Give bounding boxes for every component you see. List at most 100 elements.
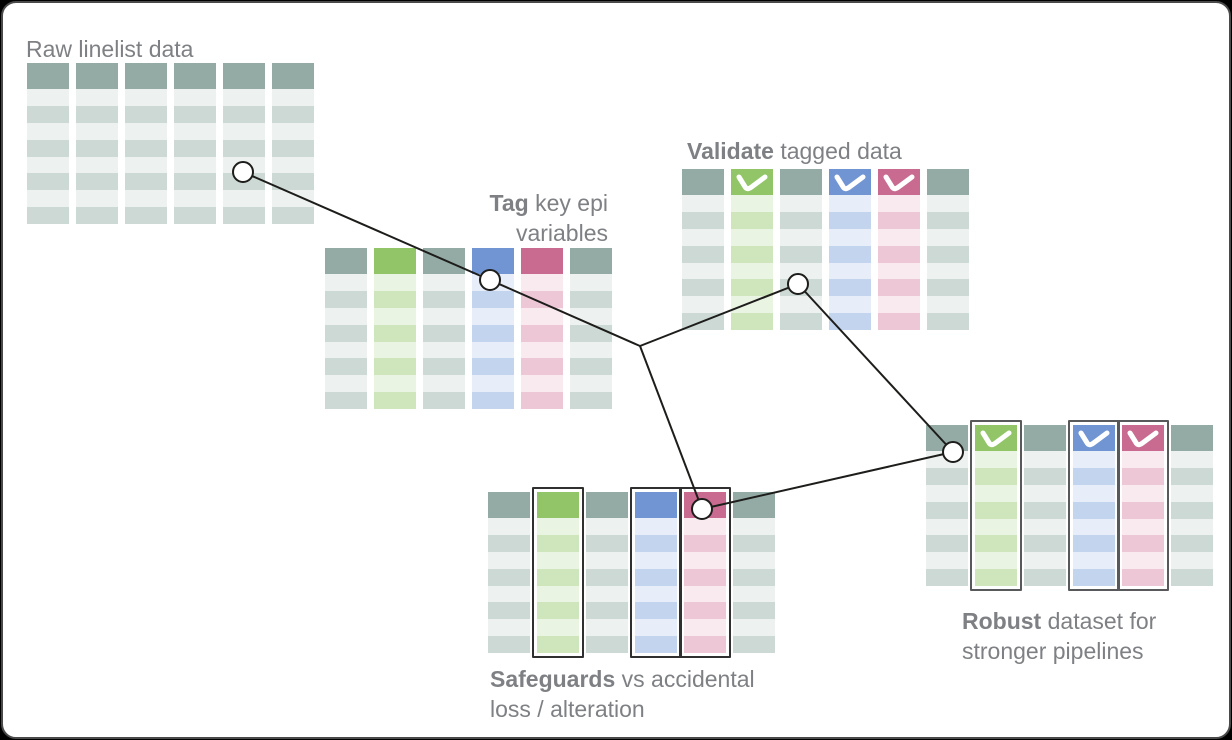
table-header-cell: [125, 63, 167, 89]
column-safeguard-outline: [970, 420, 1022, 591]
table-row-cell: [423, 307, 465, 325]
table-row-cell: [684, 602, 726, 620]
table-row-cell: [975, 518, 1017, 536]
table-row-cell: [975, 535, 1017, 553]
table-row-cell: [1024, 518, 1066, 536]
table-row-cell: [586, 585, 628, 603]
table-row-cell: [76, 89, 118, 106]
table-row-cell: [472, 392, 514, 409]
step-title-bold-word: Tag: [489, 190, 529, 216]
table-row-cell: [325, 290, 367, 308]
table-row-cell: [780, 279, 822, 297]
table-row-cell: [374, 307, 416, 325]
table-row-cell: [223, 207, 265, 224]
table-row-cell: [521, 307, 563, 325]
table-row-cell: [27, 105, 69, 123]
table-row-cell: [878, 279, 920, 297]
table-header-cell: [1073, 425, 1115, 451]
table-row-cell: [125, 105, 167, 123]
table-row-cell: [878, 195, 920, 212]
table-row-cell: [829, 211, 871, 229]
table-row-cell: [1171, 451, 1213, 468]
table-row-cell: [684, 619, 726, 637]
table-row-cell: [325, 341, 367, 359]
table-row-cell: [1171, 552, 1213, 570]
step-title-regular-text: stronger pipelines: [962, 638, 1144, 664]
table-row-cell: [472, 341, 514, 359]
table-row-cell: [1122, 467, 1164, 485]
table-row-cell: [684, 585, 726, 603]
table-column-gray: [682, 169, 724, 330]
table-row-cell: [733, 518, 775, 535]
table-row-cell: [684, 551, 726, 569]
table-row-cell: [1073, 451, 1115, 468]
table-row-cell: [927, 211, 969, 229]
table-row-cell: [829, 245, 871, 263]
table-row-cell: [174, 105, 216, 123]
table-row-cell: [635, 518, 677, 535]
table-row-cell: [1171, 484, 1213, 502]
table-row-cell: [223, 139, 265, 157]
column-safeguard-outline: [630, 487, 682, 658]
table-row-cell: [223, 156, 265, 174]
table-row-cell: [1171, 467, 1213, 485]
table-row-cell: [223, 89, 265, 106]
table-row-cell: [927, 228, 969, 246]
table-column-green: [975, 425, 1017, 586]
table-row-cell: [223, 122, 265, 140]
table-row-cell: [223, 105, 265, 123]
table-row-cell: [733, 602, 775, 620]
step-title-validate-tagged-data: Validate tagged data: [687, 136, 902, 166]
table-row-cell: [570, 324, 612, 342]
table-row-cell: [325, 375, 367, 393]
column-safeguard-outline: [532, 487, 584, 658]
table-row-cell: [1024, 467, 1066, 485]
table-row-cell: [878, 228, 920, 246]
table-row-cell: [780, 296, 822, 314]
table-row-cell: [1073, 484, 1115, 502]
table-row-cell: [521, 341, 563, 359]
table-row-cell: [635, 585, 677, 603]
table-row-cell: [272, 156, 314, 174]
table-row-cell: [975, 569, 1017, 586]
table-row-cell: [731, 262, 773, 280]
table-column-gray: [423, 248, 465, 409]
table-row-cell: [472, 324, 514, 342]
table-row-cell: [325, 307, 367, 325]
table-header-cell: [76, 63, 118, 89]
table-row-cell: [780, 262, 822, 280]
table-row-cell: [521, 324, 563, 342]
table-column-gray: [272, 63, 314, 224]
table-header-cell: [1171, 425, 1213, 451]
table-column-gray: [586, 492, 628, 653]
step-title-regular-text: tagged data: [773, 138, 902, 164]
table-header-cell: [521, 248, 563, 274]
table-row-cell: [174, 207, 216, 224]
table-row-cell: [521, 290, 563, 308]
table-row-cell: [223, 173, 265, 191]
table-row-cell: [537, 636, 579, 653]
table-column-pink: [521, 248, 563, 409]
table-row-cell: [223, 190, 265, 208]
table-row-cell: [1122, 552, 1164, 570]
table-row-cell: [374, 290, 416, 308]
step-title-regular-text: variables: [515, 220, 608, 246]
table-row-cell: [570, 341, 612, 359]
table-row-cell: [272, 105, 314, 123]
table-header-cell: [472, 248, 514, 274]
table-row-cell: [586, 534, 628, 552]
table-column-gray: [733, 492, 775, 653]
table-row-cell: [1171, 569, 1213, 586]
table-row-cell: [521, 392, 563, 409]
table-row-cell: [325, 392, 367, 409]
table-row-cell: [682, 279, 724, 297]
table-row-cell: [374, 358, 416, 376]
table-row-cell: [472, 290, 514, 308]
table-row-cell: [1073, 535, 1115, 553]
table-column-gray: [927, 169, 969, 330]
table-row-cell: [1073, 518, 1115, 536]
table-row-cell: [570, 274, 612, 291]
table-row-cell: [1073, 569, 1115, 586]
table-row-cell: [927, 313, 969, 330]
